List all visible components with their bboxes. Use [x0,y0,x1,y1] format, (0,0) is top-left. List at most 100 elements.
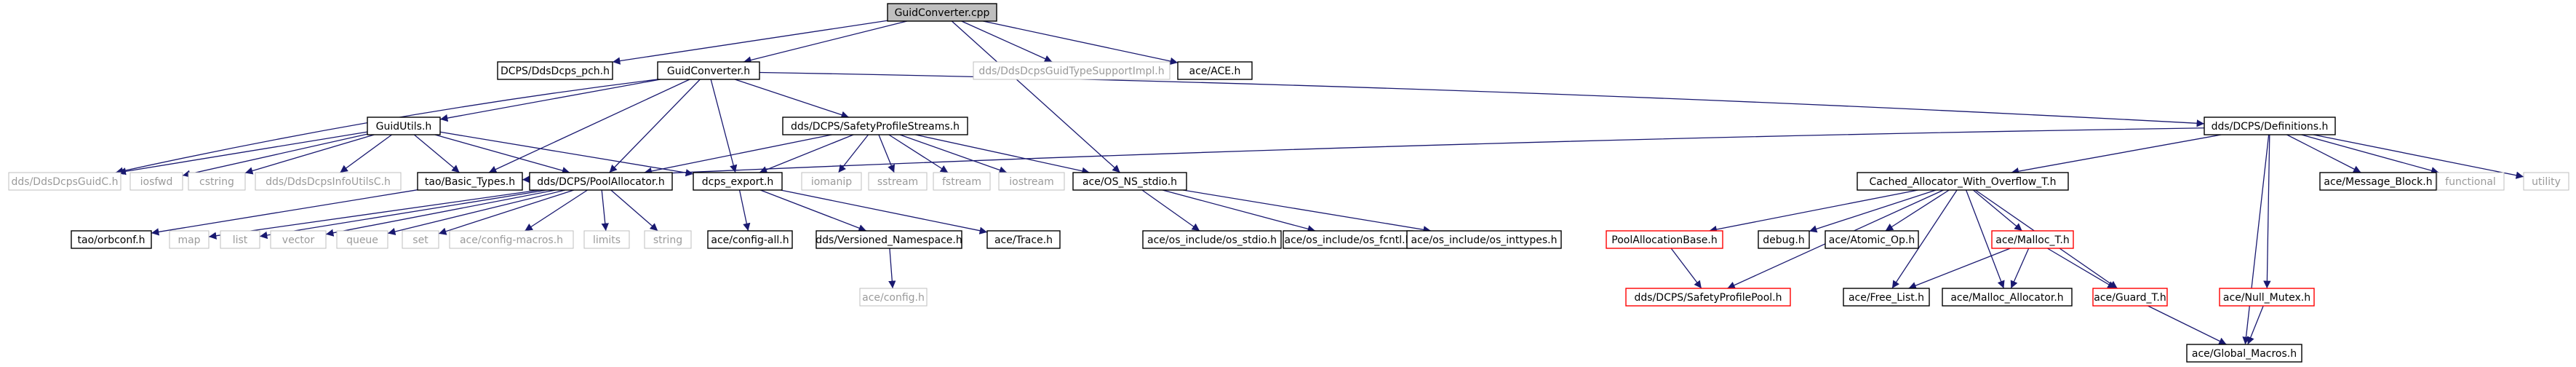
node-map[interactable]: map [169,230,210,249]
edge-cawo-to-freelist [1891,189,1958,289]
node-functional[interactable]: functional [2436,172,2505,191]
node-box [933,172,991,191]
node-box [449,230,574,249]
node-box [255,172,402,191]
node-box [657,61,760,80]
node-list[interactable]: list [220,230,260,249]
node-label: set [412,234,428,246]
node-label: dcps_export.h [702,176,773,188]
node-nullmutex[interactable]: ace/Null_Mutex.h [2219,288,2315,307]
node-queue[interactable]: queue [336,230,388,249]
node-utility[interactable]: utility [2523,172,2569,191]
node-infoutils[interactable]: dds/DdsDcpsInfoUtilsC.h [255,172,402,191]
node-guardt[interactable]: ace/Guard_T.h [2092,288,2168,307]
edge-defs-to-utility [2313,134,2524,179]
node-vector[interactable]: vector [270,230,327,249]
edge-malloct-to-mallocalloc [2010,248,2030,289]
edge-poolalloc-to-list [259,189,547,240]
node-label: ace/Malloc_Allocator.h [1950,292,2063,304]
node-poolalloc[interactable]: dds/DCPS/PoolAllocator.h [529,172,673,191]
node-label: ace/Free_List.h [1849,292,1924,304]
edge-malloct-to-freelist [1908,248,2011,290]
node-label: queue [346,234,378,246]
node-label: ace/Trace.h [994,234,1053,246]
node-globalmacros[interactable]: ace/Global_Macros.h [2186,344,2302,363]
edge-poolalloc-to-map [208,189,540,240]
edge-defs-to-cawo [2011,134,2222,175]
node-gch[interactable]: GuidConverter.h [657,61,760,80]
node-trace[interactable]: ace/Trace.h [986,230,1061,249]
node-label: tao/Basic_Types.h [425,176,515,188]
edge-cawo-to-debug [1809,189,1937,233]
node-guidc[interactable]: dds/DdsDcpsGuidC.h [8,172,121,191]
node-label: dds/DdsDcpsGuidC.h [12,176,119,188]
edge-gch-to-defs [759,71,2205,127]
node-mallocalloc[interactable]: ace/Malloc_Allocator.h [1942,288,2073,307]
edge-cawo-to-malloct [1972,189,2023,232]
edge-dcpsexport-to-cfgall [738,189,751,232]
node-dcpsexport[interactable]: dcps_export.h [693,172,783,191]
node-spp[interactable]: dds/DCPS/SafetyProfilePool.h [1625,288,1791,307]
node-pch[interactable]: DCPS/DdsDcps_pch.h [497,61,613,80]
node-freelist[interactable]: ace/Free_List.h [1843,288,1930,307]
edge-sps-to-iomanip [837,134,869,173]
node-sstream[interactable]: sstream [868,172,928,191]
node-cstring[interactable]: cstring [188,172,246,191]
node-atomic[interactable]: ace/Atomic_Op.h [1825,230,1919,249]
node-malloct[interactable]: ace/Malloc_T.h [1991,230,2074,249]
node-limits[interactable]: limits [583,230,630,249]
node-box [1825,230,1919,249]
node-iostream[interactable]: iostream [998,172,1065,191]
node-cfgmacros[interactable]: ace/config-macros.h [449,230,574,249]
node-label: limits [593,234,621,246]
edge-poolalloc-to-queue [387,189,565,236]
node-box [402,230,439,249]
node-cawo[interactable]: Cached_Allocator_With_Overflow_T.h [1857,172,2069,191]
edge-root-to-ace [983,20,1179,66]
node-box [583,230,630,249]
node-osns[interactable]: ace/OS_NS_stdio.h [1072,172,1187,191]
edge-osns-to-osstdio [1141,189,1200,232]
node-box [973,61,1171,80]
node-label: GuidUtils.h [376,121,432,133]
node-label: tao/orbconf.h [78,234,145,246]
node-osfcntl[interactable]: ace/os_include/os_fcntl.h [1283,230,1413,249]
node-versioned[interactable]: dds/Versioned_Namespace.h [816,230,962,249]
node-box [1142,230,1282,249]
node-iomanip[interactable]: iomanip [801,172,862,191]
node-label: dds/DCPS/PoolAllocator.h [537,176,664,188]
node-box [693,172,783,191]
node-gtsi[interactable]: dds/DdsDcpsGuidTypeSupportImpl.h [973,61,1171,80]
node-config[interactable]: ace/config.h [859,288,928,307]
node-cfgall[interactable]: ace/config-all.h [707,230,793,249]
edge-cawo-to-mallocalloc [1965,189,2005,289]
node-set[interactable]: set [402,230,439,249]
node-osinttypes[interactable]: ace/os_include/os_inttypes.h [1406,230,1562,249]
edge-poolalloc-to-vector [325,189,556,237]
node-ace[interactable]: ace/ACE.h [1177,61,1253,80]
node-iosfwd[interactable]: iosfwd [129,172,183,191]
edge-poolalloc-to-string [610,189,658,232]
edge-pab-to-spp [1670,248,1702,289]
node-label: dds/DCPS/Definitions.h [2212,121,2329,133]
node-box [707,230,793,249]
node-label: vector [282,234,315,246]
node-defs[interactable]: dds/DCPS/Definitions.h [2204,117,2336,135]
node-msgblock[interactable]: ace/Message_Block.h [2319,172,2437,191]
node-osstdio[interactable]: ace/os_include/os_stdio.h [1142,230,1282,249]
node-sps[interactable]: dds/DCPS/SafetyProfileStreams.h [782,117,968,135]
node-basictypes[interactable]: tao/Basic_Types.h [417,172,523,191]
node-string[interactable]: string [644,230,692,249]
edge-gu-to-cstring [244,134,375,175]
edge-poolalloc-to-set [438,189,574,235]
node-box [986,230,1061,249]
node-root: GuidConverter.cpp [887,3,997,22]
edge-gch-to-poolalloc [609,79,701,173]
node-fstream[interactable]: fstream [933,172,991,191]
edge-cawo-to-pab [1709,189,1918,234]
node-debug[interactable]: debug.h [1758,230,1810,249]
node-pab[interactable]: PoolAllocationBase.h [1606,230,1723,249]
node-gu[interactable]: GuidUtils.h [367,117,441,135]
node-orbconf[interactable]: tao/orbconf.h [71,230,152,249]
